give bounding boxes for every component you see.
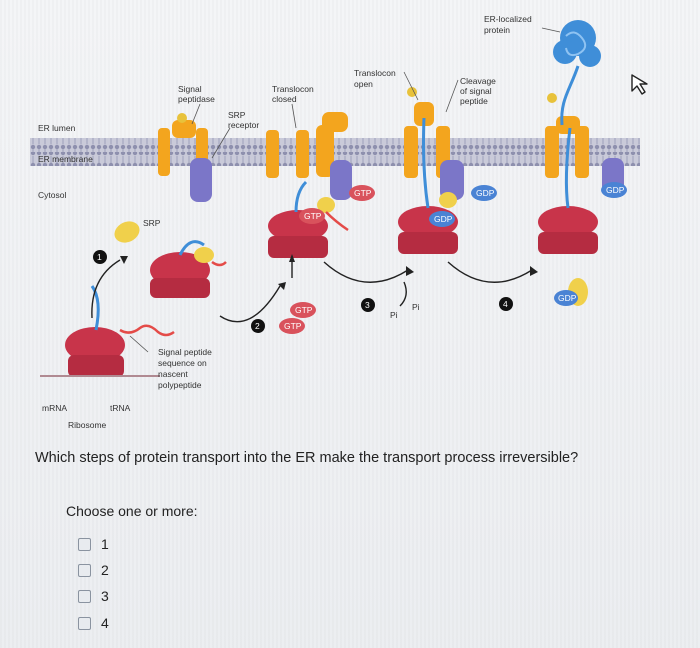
label-er-lumen: ER lumen bbox=[38, 123, 76, 133]
option-2-label: 2 bbox=[101, 562, 109, 578]
step-marker-4: 4 bbox=[499, 297, 513, 311]
er-transport-diagram: ER lumen ER membrane Cytosol bbox=[30, 14, 640, 430]
gdp-badge-3: GDP bbox=[601, 182, 627, 198]
label-cytosol: Cytosol bbox=[38, 190, 66, 200]
ribosome-1 bbox=[40, 285, 175, 377]
label-er-localized-2: protein bbox=[484, 25, 510, 35]
svg-text:4: 4 bbox=[503, 299, 508, 309]
svg-text:GTP: GTP bbox=[284, 321, 302, 331]
gtp-badge-2: GTP bbox=[349, 185, 375, 201]
arrowheads bbox=[120, 254, 538, 290]
option-3[interactable]: 3 bbox=[78, 585, 109, 607]
svg-text:2: 2 bbox=[255, 321, 260, 331]
label-signal-peptidase-1: Signal bbox=[178, 84, 202, 94]
label-translocon-open-1: Translocon bbox=[354, 68, 396, 78]
signal-peptide-3 bbox=[547, 93, 557, 103]
label-cleavage-1: Cleavage bbox=[460, 76, 496, 86]
ribosome-5 bbox=[538, 127, 598, 254]
signal-peptide-2 bbox=[407, 87, 417, 97]
er-membrane bbox=[30, 138, 640, 166]
checkbox-2[interactable] bbox=[78, 563, 91, 577]
checkbox-3[interactable] bbox=[78, 589, 91, 603]
label-signal-peptidase-2: peptidase bbox=[178, 94, 215, 104]
step-marker-3: 3 bbox=[361, 298, 375, 312]
svg-text:GTP: GTP bbox=[354, 188, 372, 198]
checkbox-1[interactable] bbox=[78, 537, 91, 551]
label-signal-seq-1: Signal peptide bbox=[158, 347, 212, 357]
srp-free bbox=[114, 221, 140, 243]
checkbox-4[interactable] bbox=[78, 616, 91, 630]
choose-prompt: Choose one or more: bbox=[66, 503, 198, 519]
question-text: Which steps of protein transport into th… bbox=[35, 450, 579, 466]
label-ribosome: Ribosome bbox=[68, 420, 107, 430]
label-pi-1: Pi bbox=[390, 310, 398, 320]
gtp-badge-3: GTP bbox=[290, 302, 316, 318]
option-4[interactable]: 4 bbox=[78, 612, 109, 634]
svg-text:GTP: GTP bbox=[304, 211, 322, 221]
gdp-badge-2: GDP bbox=[471, 185, 497, 201]
arrow-step3 bbox=[323, 261, 409, 283]
gdp-badge-1: GDP bbox=[429, 211, 455, 227]
ribosome-2 bbox=[150, 240, 227, 298]
step-marker-1: 1 bbox=[93, 250, 107, 264]
label-pi-2: Pi bbox=[412, 302, 420, 312]
label-er-localized-1: ER-localized bbox=[484, 14, 532, 24]
option-3-label: 3 bbox=[101, 588, 109, 604]
diagram-svg: ER lumen ER membrane Cytosol bbox=[30, 14, 640, 430]
option-2[interactable]: 2 bbox=[78, 559, 109, 581]
label-mrna: mRNA bbox=[42, 403, 67, 413]
gtp-badge-1: GTP bbox=[299, 208, 325, 224]
svg-text:1: 1 bbox=[97, 252, 102, 262]
arrow-step2 bbox=[219, 285, 281, 323]
svg-text:GDP: GDP bbox=[476, 188, 495, 198]
arrow-pi bbox=[399, 281, 407, 307]
svg-text:GDP: GDP bbox=[558, 293, 577, 303]
translocon-complex-1 bbox=[158, 120, 212, 202]
svg-text:3: 3 bbox=[365, 300, 370, 310]
label-trna: tRNA bbox=[110, 403, 131, 413]
translocon-complex-3 bbox=[404, 102, 464, 200]
label-signal-seq-3: nascent bbox=[158, 369, 188, 379]
label-cleavage-2: of signal bbox=[460, 86, 492, 96]
label-translocon-open-2: open bbox=[354, 79, 373, 89]
gdp-badge-4: GDP bbox=[554, 290, 578, 306]
svg-text:GDP: GDP bbox=[434, 214, 453, 224]
step-marker-2: 2 bbox=[251, 319, 265, 333]
signal-peptide-1 bbox=[177, 113, 187, 123]
label-signal-seq-4: polypeptide bbox=[158, 380, 202, 390]
option-1[interactable]: 1 bbox=[78, 533, 109, 555]
option-1-label: 1 bbox=[101, 536, 109, 552]
gtp-badge-4: GTP bbox=[279, 318, 305, 334]
label-translocon-closed-2: closed bbox=[272, 94, 297, 104]
label-translocon-closed-1: Translocon bbox=[272, 84, 314, 94]
arrow-step4 bbox=[447, 261, 533, 283]
label-srp-receptor-2: receptor bbox=[228, 120, 259, 130]
translocon-complex-2 bbox=[266, 112, 352, 200]
label-er-membrane: ER membrane bbox=[38, 154, 93, 164]
er-localized-protein bbox=[553, 20, 601, 126]
svg-text:GTP: GTP bbox=[295, 305, 313, 315]
label-cleavage-3: peptide bbox=[460, 96, 488, 106]
option-4-label: 4 bbox=[101, 615, 109, 631]
svg-text:GDP: GDP bbox=[606, 185, 625, 195]
label-signal-seq-2: sequence on bbox=[158, 358, 207, 368]
leader-lines bbox=[129, 27, 561, 353]
pathway-arrows bbox=[91, 259, 533, 323]
label-srp: SRP bbox=[143, 218, 161, 228]
arrow-step1 bbox=[91, 259, 121, 319]
label-srp-receptor-1: SRP bbox=[228, 110, 246, 120]
mouse-cursor-icon bbox=[631, 74, 648, 95]
